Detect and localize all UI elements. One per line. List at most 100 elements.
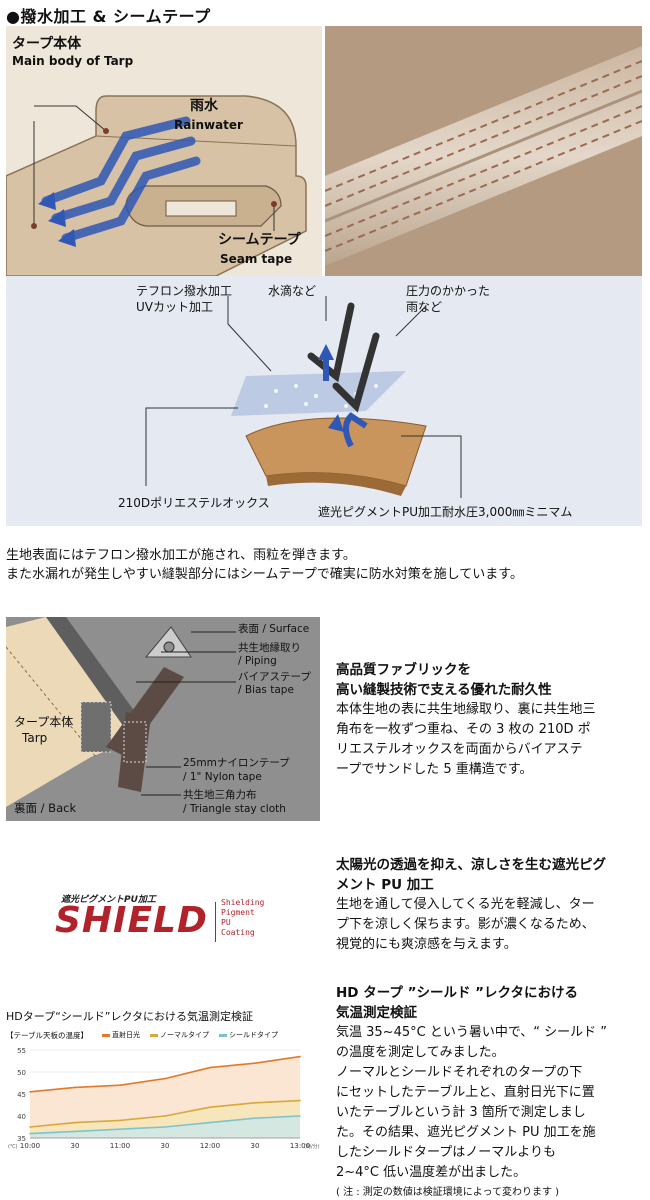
data-point <box>119 1119 121 1122</box>
temperature-note: ( 注 : 測定の数値は検証環境によって変わります ) <box>336 1187 560 1198</box>
data-point <box>119 1128 121 1130</box>
seam-tape-illustration: タープ本体 Main body of Tarp 雨水 Rainwater シーム… <box>6 26 322 276</box>
temperature-body-line: ノーマルとシールドそれぞれのタープの下 <box>336 1065 583 1080</box>
nylon-label-2: / 1" Nylon tape <box>183 771 262 783</box>
rain-label-jp: 雨水 <box>190 98 218 114</box>
y-tick-label: 35 <box>17 1135 26 1143</box>
tarp-label-en: Main body of Tarp <box>12 54 134 68</box>
seam-label-en: Seam tape <box>220 252 293 266</box>
pu-label: 遮光ピグメントPU加工耐水圧3,000㎜ミニマム <box>318 505 573 519</box>
data-point <box>254 1062 256 1064</box>
five-layer-drawing <box>6 617 236 807</box>
legend-label: シールドタイプ <box>229 1031 278 1039</box>
y-tick-label: 55 <box>17 1047 26 1055</box>
seam-label-jp: シームテープ <box>218 232 301 248</box>
legend-label: 直射日光 <box>112 1031 140 1039</box>
drops-label: 水滴など <box>268 284 317 298</box>
fabric-layer-diagram: テフロン撥水加工 UVカット加工 水滴など 圧力のかかった 雨など 210Dポリ… <box>6 276 642 526</box>
piping-label-2: / Piping <box>238 655 277 667</box>
data-point <box>29 1091 31 1093</box>
x-tick-label: 11:00 <box>110 1142 130 1150</box>
temperature-section: HD タープ ”シールド ”レクタにおける 気温測定検証 気温 35~45°C … <box>336 983 636 1198</box>
shield-logo: 遮光ピグメントPU加工 SHIELD Shielding Pigment PU … <box>55 890 280 950</box>
durability-heading: 高い縫製技術で支える優れた耐久性 <box>336 682 552 698</box>
temperature-heading: HD タープ ”シールド ”レクタにおける <box>336 985 578 1001</box>
triangle-label-1: 共生地三角力布 <box>183 789 257 801</box>
data-point <box>29 1132 31 1135</box>
x-tick-label: 13:00 <box>290 1142 310 1150</box>
seam-photo <box>325 26 642 276</box>
durability-body-line: 本体生地の表に共生地縁取り、裏に共生地三 <box>336 702 596 717</box>
data-point <box>74 1121 76 1124</box>
data-point <box>254 1102 256 1104</box>
data-point <box>254 1117 256 1119</box>
data-point <box>164 1115 166 1117</box>
shield-logo-divider <box>215 902 216 942</box>
seam-photo-drawing <box>325 26 642 276</box>
temperature-chart: HDタープ“シールド”レクタにおける気温測定検証 【テーブル天板の温度】 直射日… <box>6 1000 326 1160</box>
shield-logo-side-line: Coating <box>221 928 255 937</box>
temperature-body-line: 気温 35~45°C という暑い中で、“ シールド ” <box>336 1025 608 1040</box>
shield-logo-side: Shielding Pigment PU Coating <box>221 898 264 938</box>
data-point <box>119 1084 121 1086</box>
tarp-body-label-jp: タープ本体 <box>14 715 74 729</box>
temperature-body-line: したシールドタープはノーマルよりも <box>336 1145 556 1160</box>
x-tick-label: 30 <box>71 1142 80 1150</box>
x-tick-label: 30 <box>251 1142 260 1150</box>
chart-legend: 直射日光 ノーマルタイプ シールドタイプ <box>102 1030 288 1040</box>
data-point <box>209 1106 211 1108</box>
shield-logo-small: 遮光ピグメントPU加工 <box>61 895 156 905</box>
x-unit-label: (時/分) <box>304 1143 320 1150</box>
data-point <box>299 1055 301 1058</box>
temperature-body-line: た。その結果、遮光ピグメント PU 加工を施 <box>336 1125 596 1140</box>
rain-label-en: Rainwater <box>174 118 243 132</box>
y-tick-label: 45 <box>17 1091 26 1099</box>
bias-label-2: / Bias tape <box>238 684 294 696</box>
intro-paragraph: 生地表面にはテフロン撥水加工が施され、雨粒を弾きます。 また水漏れが発生しやすい… <box>6 546 642 584</box>
legend-swatch <box>219 1033 227 1037</box>
chart-plot: 35 40 45 50 55 10:00 30 11:00 30 12:00 30 13:00(時/分… <box>8 1047 320 1150</box>
chart-title: HDタープ“シールド”レクタにおける気温測定検証 <box>6 1010 254 1023</box>
back-label: 裏面 / Back <box>14 801 77 815</box>
data-point <box>209 1066 211 1069</box>
shielding-heading: メント PU 加工 <box>336 877 434 893</box>
durability-heading: 高品質ファブリックを <box>336 662 471 678</box>
oxford-label: 210Dポリエステルオックス <box>118 496 270 510</box>
intro-line: また水漏れが発生しやすい縫製部分にはシームテープで確実に防水対策を施しています。 <box>6 567 524 582</box>
shield-logo-side-line: Shielding <box>221 898 265 907</box>
surface-label: 表面 / Surface <box>238 623 310 635</box>
data-point <box>29 1126 31 1128</box>
legend-swatch <box>150 1033 158 1037</box>
legend-item: ノーマルタイプ <box>150 1031 209 1039</box>
section-title: ●撥水加工 & シームテープ <box>6 7 211 26</box>
x-tick-label: 10:00 <box>20 1142 40 1150</box>
data-point <box>209 1121 211 1124</box>
legend-label: ノーマルタイプ <box>160 1031 209 1039</box>
piping-label-1: 共生地縁取り <box>238 642 301 654</box>
teflon-label: テフロン撥水加工 <box>136 284 233 298</box>
data-point <box>74 1130 76 1133</box>
data-point <box>299 1099 301 1102</box>
x-tick-label: 30 <box>161 1142 170 1150</box>
nylon-label-1: 25mmナイロンテープ <box>183 757 290 769</box>
shield-logo-side-line: PU <box>221 918 231 927</box>
x-tick-label: 12:00 <box>200 1142 220 1150</box>
bias-label-1: バイアステープ <box>238 671 311 683</box>
triangle-label-2: / Triangle stay cloth <box>183 803 286 815</box>
durability-body-line: ープでサンドした 5 重構造です。 <box>336 762 533 777</box>
shielding-body-line: プ下を涼しく保ちます。影が濃くなるため、 <box>336 917 595 932</box>
tarp-seam-drawing <box>6 95 307 276</box>
data-point <box>164 1077 166 1080</box>
intro-line: 生地表面にはテフロン撥水加工が施され、雨粒を弾きます。 <box>6 548 356 563</box>
fabric-layer-drawing <box>145 296 462 498</box>
durability-body-line: リエステルオックスを両面からバイアステ <box>336 742 583 757</box>
tarp-label-jp: タープ本体 <box>12 36 82 52</box>
y-tick-label: 50 <box>17 1069 26 1077</box>
durability-section: 高品質ファブリックを 高い縫製技術で支える優れた耐久性 本体生地の表に共生地縁取… <box>336 660 636 780</box>
tarp-body-label-en: Tarp <box>22 731 48 745</box>
data-point <box>164 1126 166 1128</box>
y-tick-label: 40 <box>17 1113 26 1121</box>
legend-swatch <box>102 1033 110 1037</box>
shield-logo-text: SHIELD <box>55 900 208 941</box>
five-layer-diagram: 表面 / Surface 共生地縁取り / Piping バイアステープ / B… <box>6 617 320 821</box>
